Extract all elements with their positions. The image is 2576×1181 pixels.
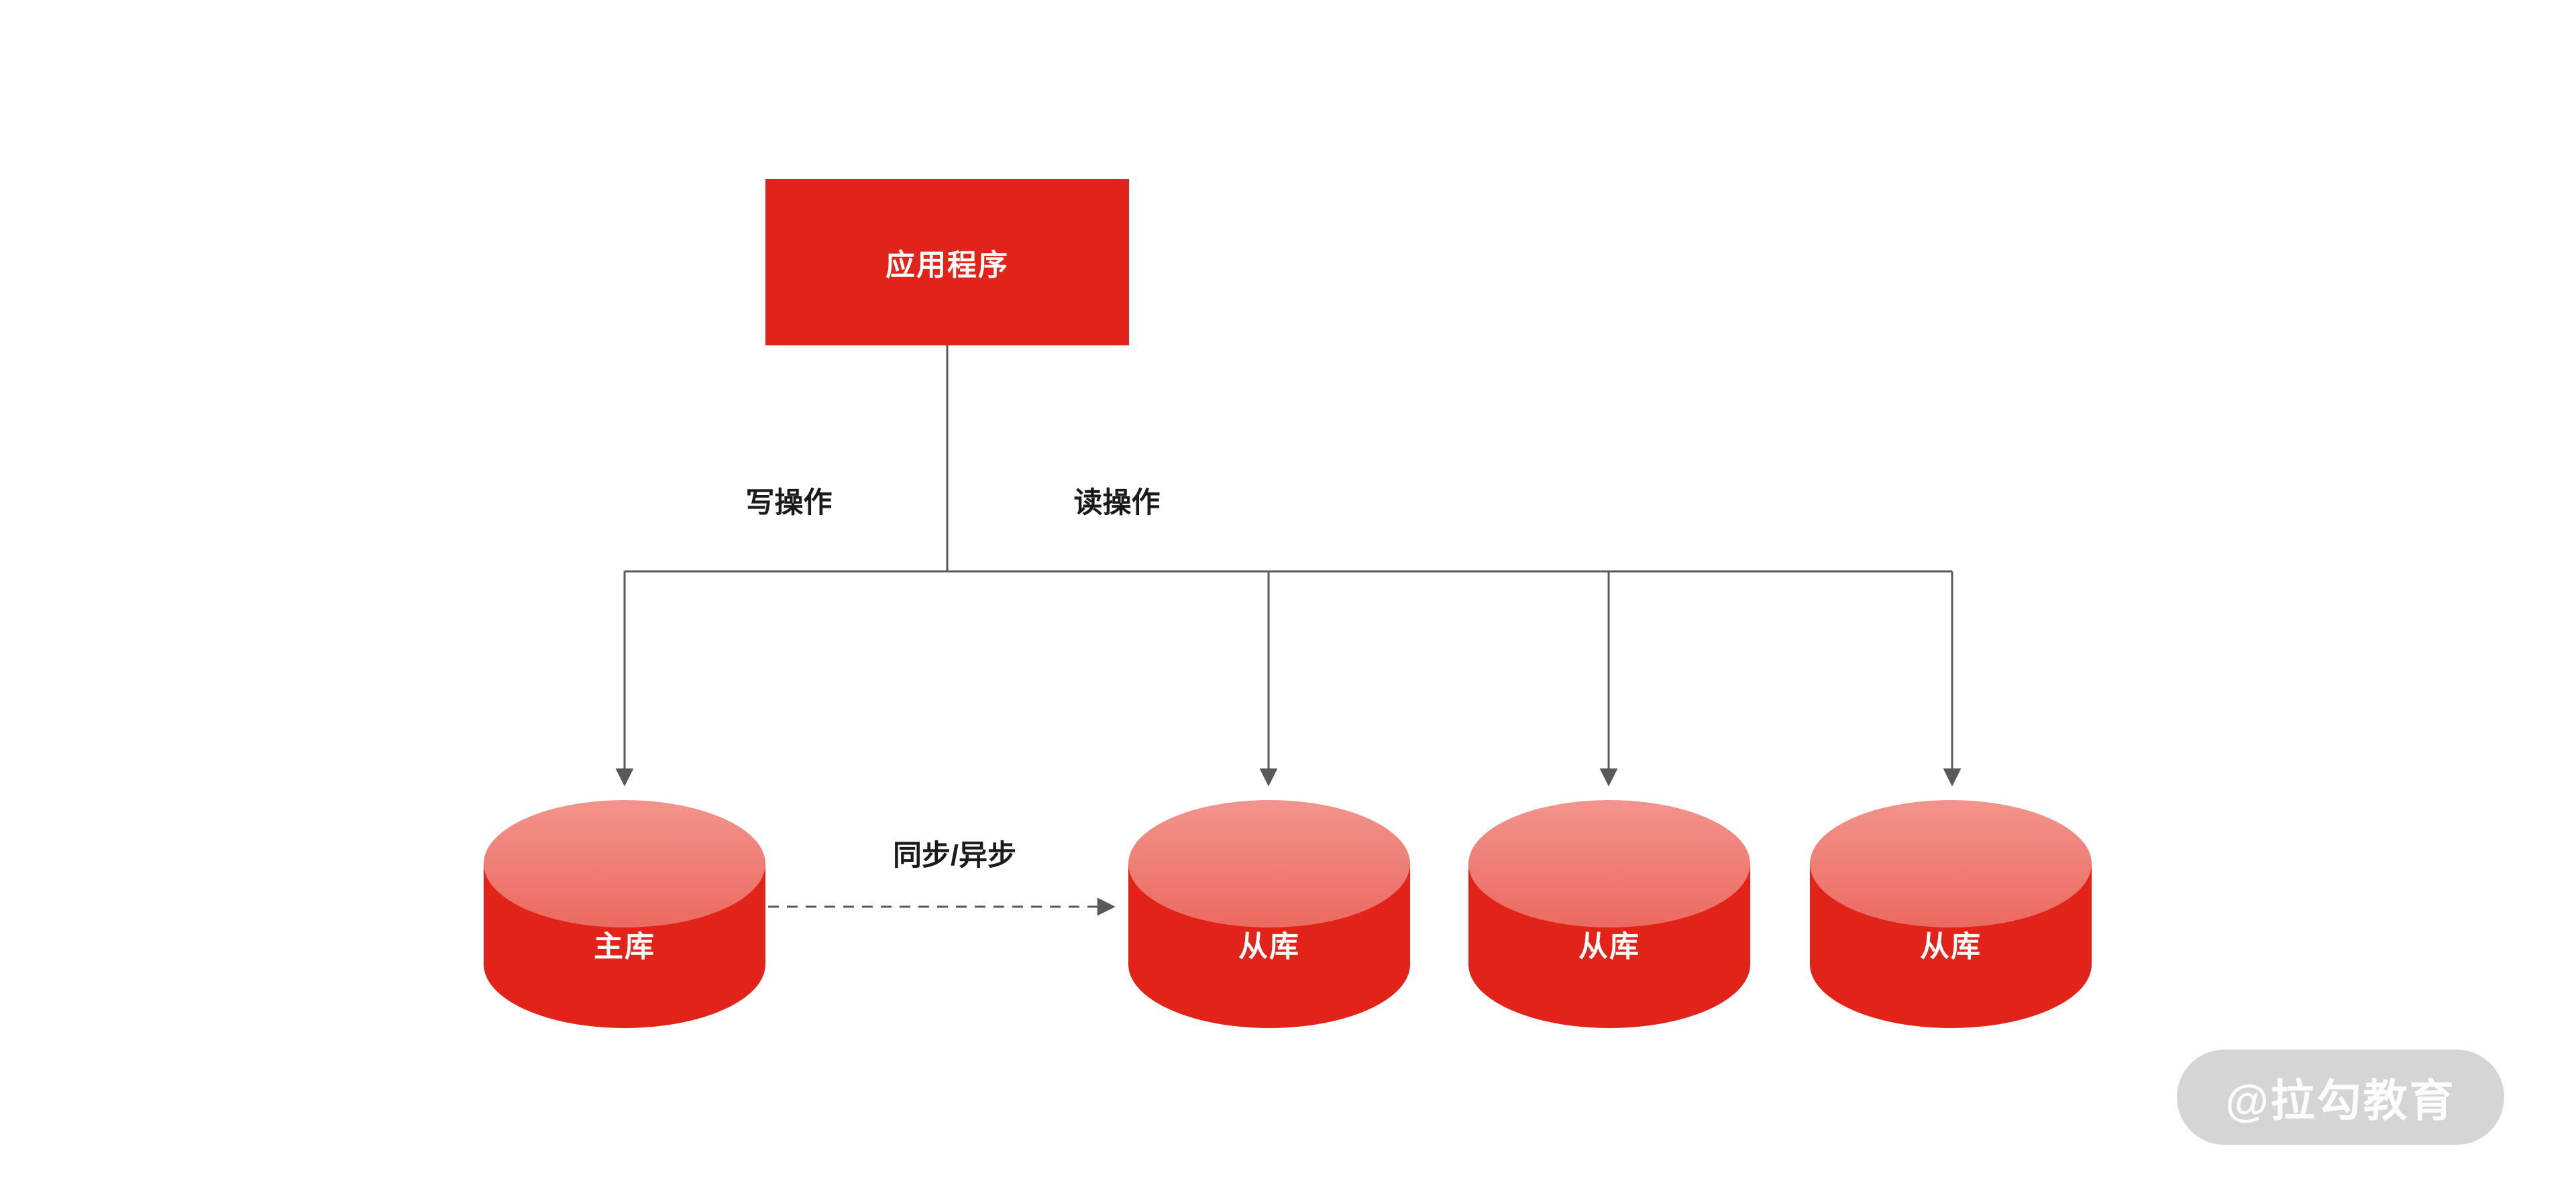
write-operation-label: 写操作 [745,487,833,519]
cylinder-top-ellipse [1468,800,1750,927]
slave-db-label-2: 从库 [1578,930,1640,963]
application-box: 应用程序 [765,179,1129,345]
cylinder-top-ellipse [484,800,765,927]
slave-db-cylinder-3: 从库 [1810,800,2092,1028]
application-box-label: 应用程序 [885,249,1009,282]
watermark-text: @拉勾教育 [2225,1076,2456,1125]
master-db-cylinder: 主库 [484,800,765,1028]
slave-db-label-3: 从库 [1920,930,1982,963]
cylinder-top-ellipse [1128,800,1410,927]
slave-db-cylinder-2: 从库 [1468,800,1750,1028]
sync-async-label: 同步/异步 [893,840,1016,872]
read-operation-label: 读操作 [1073,487,1161,519]
slave-db-cylinder-1: 从库 [1128,800,1410,1028]
cylinder-top-ellipse [1810,800,2092,927]
master-db-label: 主库 [594,930,655,963]
watermark-badge: @拉勾教育 [2177,1050,2504,1145]
slave-db-label-1: 从库 [1238,930,1300,963]
